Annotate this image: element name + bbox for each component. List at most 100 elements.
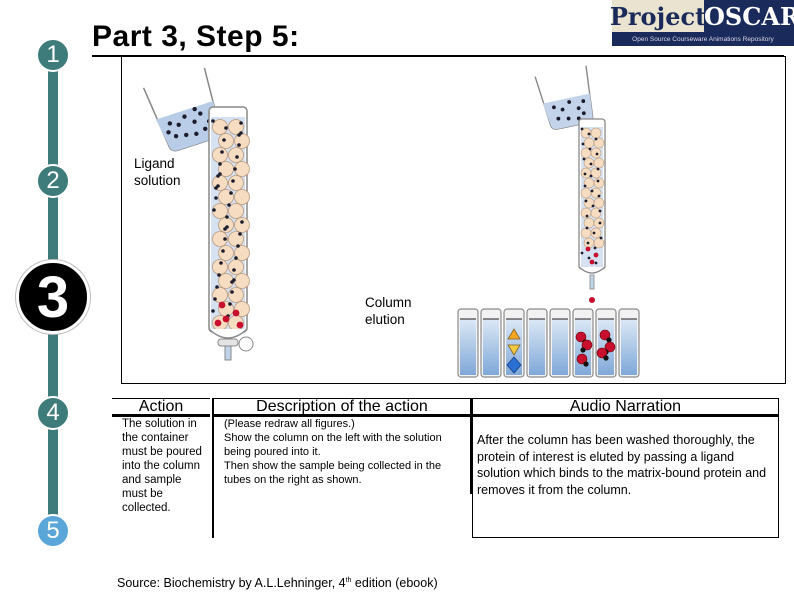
protein-dot xyxy=(214,319,222,327)
step-4-button[interactable]: 4 xyxy=(36,396,70,430)
matrix-bead xyxy=(234,217,250,233)
column-divider xyxy=(470,398,472,494)
collection-tube xyxy=(526,308,548,378)
matrix-bead xyxy=(593,237,605,249)
matrix-bead xyxy=(580,227,592,239)
step-2-button[interactable]: 2 xyxy=(36,164,70,198)
ligand-dot xyxy=(594,261,598,265)
matrix-bead xyxy=(212,147,228,163)
ligand-dot xyxy=(232,268,236,272)
ligand-dot xyxy=(214,186,218,190)
step-1-button[interactable]: 1 xyxy=(36,38,70,72)
collection-tube xyxy=(549,308,571,378)
matrix-bead xyxy=(583,137,595,149)
matrix-bead xyxy=(593,177,605,189)
ligand-dot xyxy=(596,167,600,171)
ligand-dot xyxy=(584,199,588,203)
ligand-dot xyxy=(583,184,587,188)
matrix-bead xyxy=(590,207,602,219)
ligand-dot xyxy=(212,208,216,212)
ligand-dot xyxy=(590,189,594,193)
ligand-dot xyxy=(589,174,593,178)
step-5-label: 5 xyxy=(46,517,60,544)
description-header: Description of the action xyxy=(214,398,470,417)
ligand-dot xyxy=(589,162,593,166)
logo-tagline: Open Source Courseware Animations Reposi… xyxy=(612,32,794,46)
protein-dot xyxy=(604,341,616,353)
ligand-dot xyxy=(581,142,585,146)
ligand-dot xyxy=(214,196,218,200)
ligand-dot xyxy=(230,290,234,294)
ligand-dot xyxy=(580,251,584,255)
ligand-dot xyxy=(229,191,233,195)
collection-tube xyxy=(480,308,502,378)
ligand-dot xyxy=(603,355,609,361)
collection-tubes xyxy=(457,308,640,378)
column-divider xyxy=(212,398,214,538)
matrix-bead xyxy=(590,167,602,179)
ligand-dot xyxy=(594,137,598,141)
logo-word-project: Project xyxy=(609,0,707,32)
ligand-dot xyxy=(234,256,238,260)
step-1-label: 1 xyxy=(46,41,60,68)
logo-word-oscar: OSCAR xyxy=(704,0,794,32)
ligand-dot xyxy=(224,126,228,130)
matrix-bead xyxy=(234,189,250,205)
protein-dot xyxy=(218,301,226,309)
ligand-dot xyxy=(218,162,222,166)
ligand-dot xyxy=(233,167,237,171)
marker-triangle-orange xyxy=(507,328,521,340)
ligand-dot xyxy=(235,155,239,159)
step-5-button[interactable]: 5 xyxy=(36,514,70,548)
collection-tube xyxy=(457,308,479,378)
audio-cell-frame xyxy=(472,417,779,538)
description-text: (Please redraw all figures.) Show the co… xyxy=(224,418,442,486)
project-oscar-logo: Project OSCAR Open Source Courseware Ani… xyxy=(609,0,794,48)
ligand-dot xyxy=(239,121,243,125)
matrix-bead xyxy=(590,127,602,139)
step-3-current[interactable]: 3 xyxy=(16,260,90,334)
matrix-bead xyxy=(212,119,228,135)
action-header: Action xyxy=(112,398,210,417)
ligand-dot xyxy=(586,241,590,245)
ligand-dot xyxy=(221,249,225,253)
ligand-dot xyxy=(227,203,231,207)
ligand-dot xyxy=(595,152,599,156)
ligand-dot xyxy=(230,280,234,284)
ligand-dot xyxy=(231,179,235,183)
beaker-left xyxy=(142,67,222,152)
ligand-dot xyxy=(582,157,586,161)
ligand-dot xyxy=(587,256,591,260)
audio-narration-text: After the column has been washed thoroug… xyxy=(477,433,767,497)
matrix-bead xyxy=(590,227,602,239)
ligand-dot xyxy=(592,231,596,235)
ligand-dot xyxy=(599,236,603,240)
ligand-solution-label: Ligand solution xyxy=(134,156,181,188)
ligand-dot xyxy=(225,215,229,219)
matrix-bead xyxy=(228,175,244,191)
matrix-bead xyxy=(593,197,605,209)
matrix-bead xyxy=(212,231,228,247)
matrix-bead xyxy=(218,245,234,261)
step-2-label: 2 xyxy=(46,167,60,194)
audio-header: Audio Narration xyxy=(472,398,779,417)
ligand-dot xyxy=(583,172,587,176)
ligand-dot xyxy=(223,227,227,231)
ligand-dot xyxy=(598,209,602,213)
source-superscript: th xyxy=(345,576,352,584)
ligand-dot xyxy=(240,220,244,224)
column-elution-label: Column elution xyxy=(365,295,412,327)
matrix-bead xyxy=(593,137,605,149)
protein-dot xyxy=(236,321,244,329)
matrix-bead xyxy=(212,203,228,219)
marker-diamond-blue xyxy=(506,356,522,374)
ligand-dot xyxy=(222,138,226,142)
protein-dot xyxy=(589,259,595,265)
ligand-dot xyxy=(588,147,592,151)
matrix-bead xyxy=(228,259,244,275)
ligand-dot xyxy=(585,226,589,230)
ligand-dot xyxy=(211,309,215,313)
step-4-label: 4 xyxy=(46,399,60,426)
ligand-dot xyxy=(598,221,602,225)
protein-dot xyxy=(575,331,587,343)
